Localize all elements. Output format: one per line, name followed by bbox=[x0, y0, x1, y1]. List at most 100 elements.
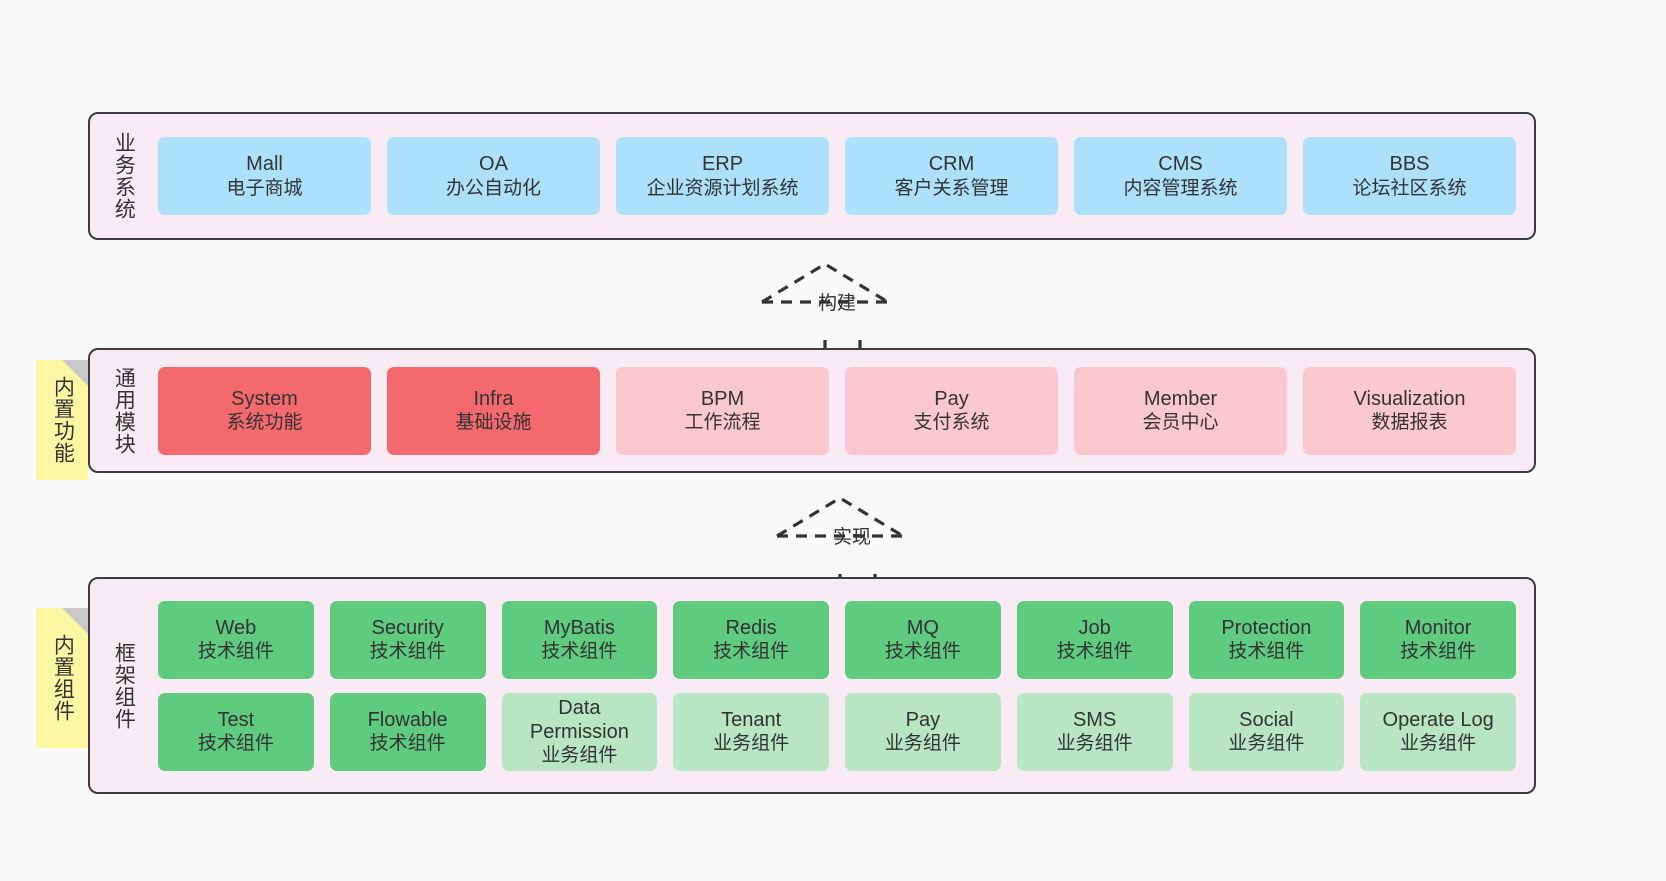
node-erp-desc: 企业资源计划系统 bbox=[646, 177, 799, 199]
node-data-permission-desc: 业务组件 bbox=[541, 745, 618, 767]
node-mybatis-name: MyBatis bbox=[543, 616, 615, 639]
node-visualization[interactable]: Visualization 数据报表 bbox=[1303, 366, 1516, 455]
node-system-desc: 系统功能 bbox=[226, 412, 303, 434]
layer-common-modules: 通用模块 System 系统功能 Infra 基础设施 BPM 工作流程 Pay… bbox=[88, 348, 1536, 473]
node-social[interactable]: Social 业务组件 bbox=[1188, 692, 1345, 771]
connector-build: 构建 bbox=[760, 258, 920, 358]
node-web-name: Web bbox=[215, 616, 257, 639]
node-pay-module-name: Pay bbox=[934, 387, 969, 410]
node-mall-desc: 电子商城 bbox=[226, 177, 303, 199]
node-crm-name: CRM bbox=[928, 153, 975, 176]
node-data-permission[interactable]: Data Permission 业务组件 bbox=[501, 692, 658, 771]
node-bbs-name: BBS bbox=[1389, 153, 1430, 176]
node-bpm[interactable]: BPM 工作流程 bbox=[616, 366, 829, 455]
node-protection[interactable]: Protection 技术组件 bbox=[1188, 600, 1345, 679]
node-visualization-name: Visualization bbox=[1353, 387, 1466, 410]
node-bbs-desc: 论坛社区系统 bbox=[1352, 177, 1467, 199]
node-cms-desc: 内容管理系统 bbox=[1123, 177, 1238, 199]
node-mybatis-desc: 技术组件 bbox=[541, 641, 618, 663]
node-mq-name: MQ bbox=[906, 616, 939, 639]
node-flowable[interactable]: Flowable 技术组件 bbox=[329, 692, 486, 771]
node-infra-name: Infra bbox=[473, 387, 514, 410]
node-monitor[interactable]: Monitor 技术组件 bbox=[1360, 600, 1516, 679]
layer-business-system: 业务系统 Mall 电子商城 OA 办公自动化 ERP 企业资源计划系统 CRM… bbox=[88, 112, 1536, 240]
node-mq-desc: 技术组件 bbox=[884, 641, 961, 663]
node-mybatis[interactable]: MyBatis 技术组件 bbox=[501, 600, 658, 679]
node-web[interactable]: Web 技术组件 bbox=[158, 600, 314, 679]
node-data-permission-name: Data Permission bbox=[529, 696, 629, 743]
node-test-name: Test bbox=[217, 708, 255, 731]
node-oa-desc: 办公自动化 bbox=[445, 177, 541, 199]
node-mq[interactable]: MQ 技术组件 bbox=[845, 600, 1001, 679]
node-infra-desc: 基础设施 bbox=[455, 412, 532, 434]
sticky-note-builtin-component: 内置组件 bbox=[36, 608, 88, 748]
node-crm-desc: 客户关系管理 bbox=[894, 177, 1009, 199]
node-test-desc: 技术组件 bbox=[197, 733, 274, 755]
node-mall[interactable]: Mall 电子商城 bbox=[158, 137, 371, 215]
node-system-name: System bbox=[231, 387, 298, 410]
framework-components-row-2: Test 技术组件 Flowable 技术组件 Data Permission … bbox=[158, 692, 1516, 771]
node-infra[interactable]: Infra 基础设施 bbox=[387, 366, 600, 455]
node-mall-name: Mall bbox=[246, 153, 283, 176]
node-member[interactable]: Member 会员中心 bbox=[1074, 366, 1287, 455]
node-bbs[interactable]: BBS 论坛社区系统 bbox=[1303, 137, 1516, 215]
node-redis-desc: 技术组件 bbox=[713, 641, 790, 663]
node-operate-log[interactable]: Operate Log 业务组件 bbox=[1360, 692, 1516, 771]
node-flowable-desc: 技术组件 bbox=[369, 733, 446, 755]
node-flowable-name: Flowable bbox=[367, 708, 448, 731]
node-security-name: Security bbox=[371, 616, 444, 639]
sticky-note-builtin-function: 内置功能 bbox=[36, 360, 88, 480]
node-redis[interactable]: Redis 技术组件 bbox=[673, 600, 829, 679]
node-erp-name: ERP bbox=[701, 153, 744, 176]
node-system[interactable]: System 系统功能 bbox=[158, 366, 371, 455]
layer-title-framework-components: 框架组件 bbox=[112, 641, 136, 730]
connector-implement-label: 实现 bbox=[833, 527, 872, 548]
node-security-desc: 技术组件 bbox=[369, 641, 446, 663]
layer-title-common-modules: 通用模块 bbox=[112, 366, 136, 455]
common-modules-row: System 系统功能 Infra 基础设施 BPM 工作流程 Pay 支付系统… bbox=[158, 366, 1516, 455]
node-protection-desc: 技术组件 bbox=[1228, 641, 1305, 663]
node-sms[interactable]: SMS 业务组件 bbox=[1016, 692, 1173, 771]
node-operate-log-desc: 业务组件 bbox=[1400, 733, 1477, 755]
node-oa-name: OA bbox=[479, 153, 508, 176]
node-protection-name: Protection bbox=[1221, 616, 1312, 639]
node-redis-name: Redis bbox=[725, 616, 777, 639]
node-bpm-name: BPM bbox=[700, 387, 745, 410]
node-bpm-desc: 工作流程 bbox=[684, 412, 761, 434]
node-job[interactable]: Job 技术组件 bbox=[1016, 600, 1173, 679]
node-pay-component[interactable]: Pay 业务组件 bbox=[845, 692, 1001, 771]
node-web-desc: 技术组件 bbox=[197, 641, 274, 663]
layer-title-business-system: 业务系统 bbox=[112, 132, 136, 220]
node-pay-module[interactable]: Pay 支付系统 bbox=[845, 366, 1058, 455]
node-cms-name: CMS bbox=[1158, 153, 1203, 176]
node-crm[interactable]: CRM 客户关系管理 bbox=[845, 137, 1058, 215]
business-system-row: Mall 电子商城 OA 办公自动化 ERP 企业资源计划系统 CRM 客户关系… bbox=[158, 137, 1516, 215]
node-pay-component-desc: 业务组件 bbox=[884, 733, 961, 755]
layer-body-framework-components: Web 技术组件 Security 技术组件 MyBatis 技术组件 Redi… bbox=[150, 579, 1534, 792]
node-social-name: Social bbox=[1239, 708, 1294, 731]
node-test[interactable]: Test 技术组件 bbox=[158, 692, 314, 771]
node-security[interactable]: Security 技术组件 bbox=[329, 600, 486, 679]
node-cms[interactable]: CMS 内容管理系统 bbox=[1074, 137, 1287, 215]
node-operate-log-name: Operate Log bbox=[1382, 708, 1494, 731]
node-visualization-desc: 数据报表 bbox=[1371, 412, 1448, 434]
framework-components-row-1: Web 技术组件 Security 技术组件 MyBatis 技术组件 Redi… bbox=[158, 600, 1516, 679]
node-job-name: Job bbox=[1078, 616, 1111, 639]
node-erp[interactable]: ERP 企业资源计划系统 bbox=[616, 137, 829, 215]
node-tenant-desc: 业务组件 bbox=[713, 733, 790, 755]
node-tenant-name: Tenant bbox=[721, 708, 782, 731]
node-oa[interactable]: OA 办公自动化 bbox=[387, 137, 600, 215]
layer-body-business-system: Mall 电子商城 OA 办公自动化 ERP 企业资源计划系统 CRM 客户关系… bbox=[150, 114, 1534, 238]
node-tenant[interactable]: Tenant 业务组件 bbox=[673, 692, 829, 771]
node-pay-module-desc: 支付系统 bbox=[913, 412, 990, 434]
node-sms-desc: 业务组件 bbox=[1056, 733, 1133, 755]
node-sms-name: SMS bbox=[1072, 708, 1117, 731]
connector-implement-arrowhead bbox=[776, 496, 904, 538]
layer-body-common-modules: System 系统功能 Infra 基础设施 BPM 工作流程 Pay 支付系统… bbox=[150, 350, 1534, 471]
node-monitor-desc: 技术组件 bbox=[1400, 641, 1477, 663]
layer-framework-components: 框架组件 Web 技术组件 Security 技术组件 MyBatis 技术组件… bbox=[88, 577, 1536, 794]
sticky-note-builtin-component-label: 内置组件 bbox=[51, 634, 75, 722]
connector-build-label: 构建 bbox=[818, 293, 857, 314]
node-social-desc: 业务组件 bbox=[1228, 733, 1305, 755]
